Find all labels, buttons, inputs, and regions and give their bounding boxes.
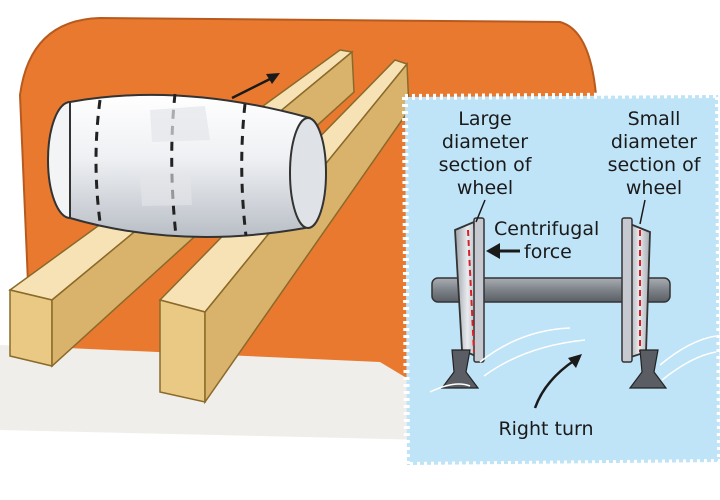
label-line: diameter: [610, 131, 698, 153]
arrow-left-icon: [486, 243, 520, 259]
label-line: section of: [607, 154, 701, 176]
label-line: Large: [458, 108, 512, 130]
wheelset: [431, 217, 671, 389]
table-shadow: [0, 345, 430, 440]
right-turn-label: Right turn: [498, 418, 594, 440]
tape-barrel: [47, 93, 327, 238]
curved-arrow-icon: [533, 354, 582, 409]
label-line: force: [524, 241, 572, 263]
pointer-small: [639, 199, 646, 225]
label-line: wheel: [456, 177, 514, 199]
label-line: Centrifugal: [494, 218, 600, 240]
motion-lines: [429, 327, 717, 393]
rail-right: [628, 349, 668, 389]
centrifugal-force-label: Centrifugal force: [494, 218, 624, 264]
label-line: section of: [438, 154, 532, 176]
large-diameter-label: Large diameter section of wheel: [420, 108, 550, 200]
small-diameter-label: Small diameter section of wheel: [590, 108, 718, 200]
label-line: wheel: [625, 177, 683, 199]
label-line: Small: [627, 108, 681, 130]
pointer-large: [475, 199, 486, 223]
rail-left: [440, 349, 480, 389]
axle: [431, 277, 671, 303]
label-line: diameter: [441, 131, 529, 153]
arrow-up-right-icon: [231, 73, 280, 100]
